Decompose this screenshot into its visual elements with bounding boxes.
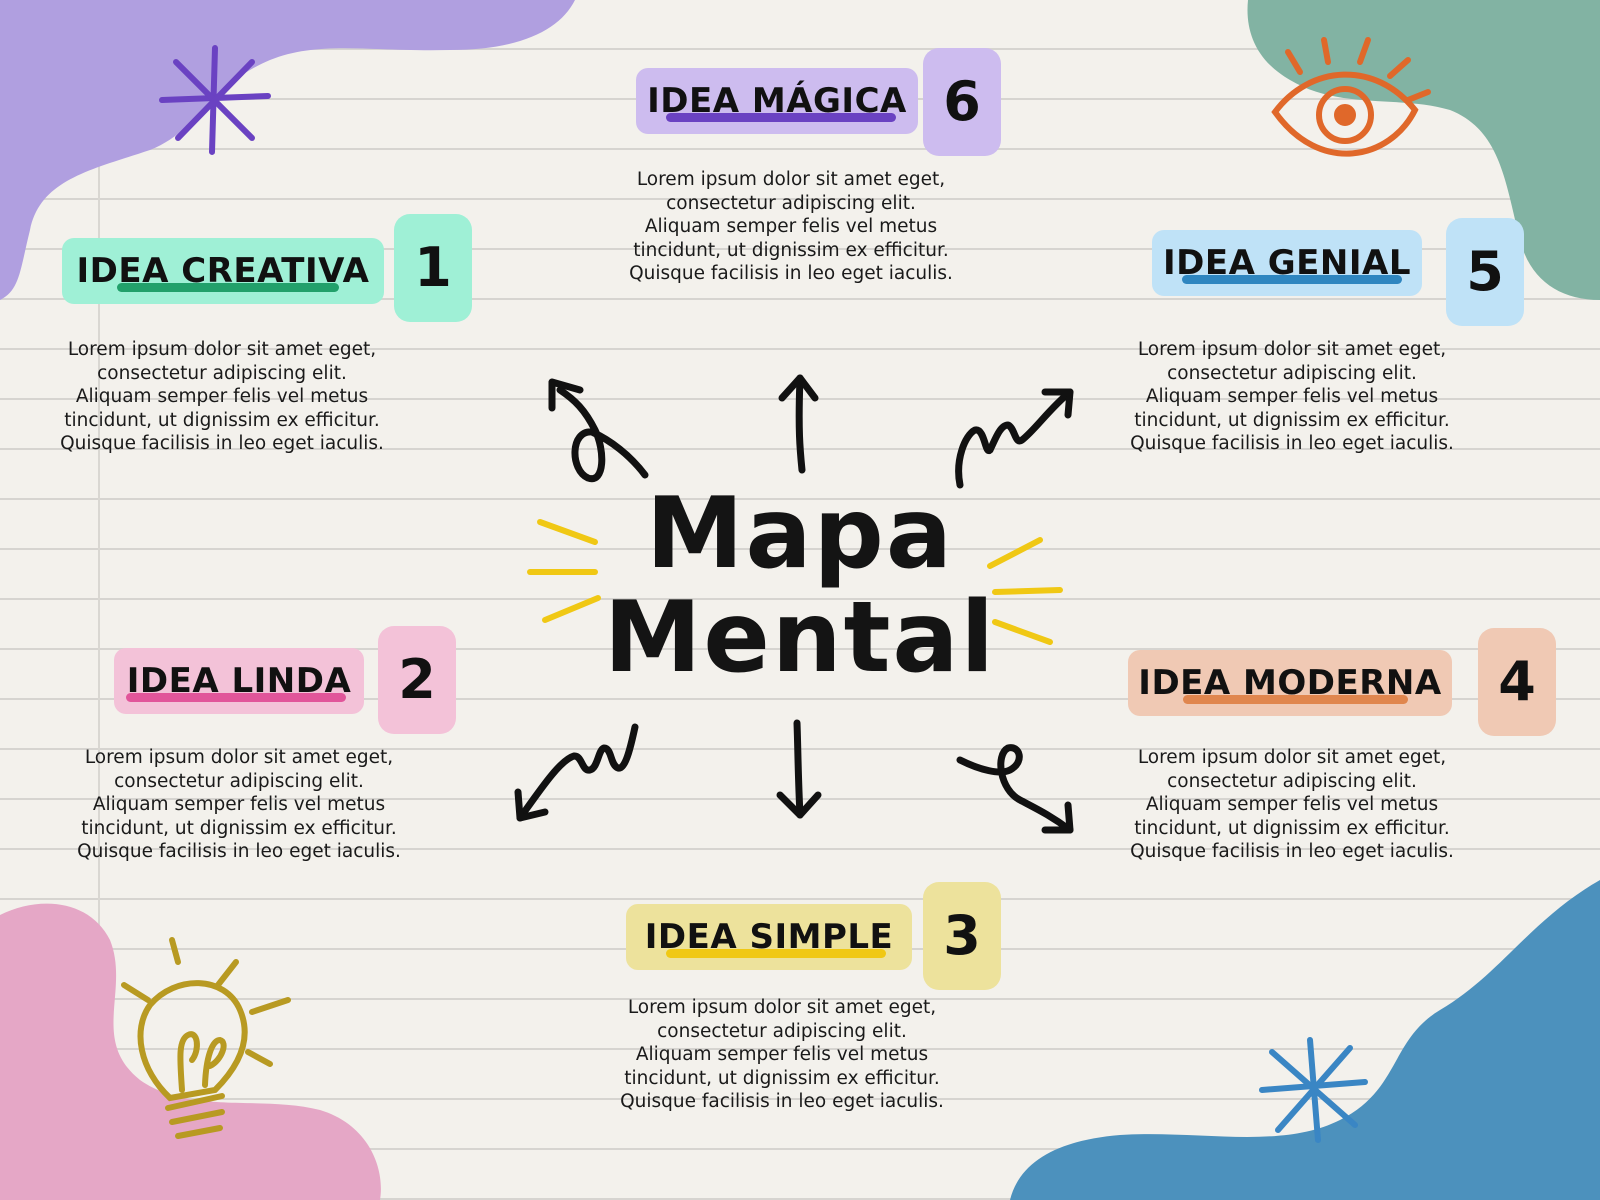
idea-6-description: Lorem ipsum dolor sit amet eget, consect… <box>629 169 953 284</box>
blue-blob <box>1010 880 1600 1200</box>
arrow-to-idea-5 <box>955 388 1074 489</box>
idea-3-underline <box>666 949 886 958</box>
asterisk-icon <box>1259 1037 1368 1143</box>
arrow-to-idea-6 <box>778 374 819 474</box>
idea-5-number: 5 <box>1446 218 1524 326</box>
idea-5-label-text: IDEA GENIAL <box>1163 243 1411 283</box>
idea-1-description: Lorem ipsum dolor sit amet eget, consect… <box>60 339 384 454</box>
idea-5-underline <box>1182 275 1402 284</box>
idea-6-underline <box>666 113 896 122</box>
idea-2-label-text: IDEA LINDA <box>126 661 352 701</box>
idea-6-number: 6 <box>923 48 1001 156</box>
idea-5-label: IDEA GENIAL <box>1152 230 1422 296</box>
idea-2-description: Lorem ipsum dolor sit amet eget, consect… <box>77 747 401 862</box>
idea-5-description: Lorem ipsum dolor sit amet eget, consect… <box>1130 339 1454 454</box>
idea-4-label-text: IDEA MODERNA <box>1138 663 1442 703</box>
idea-3-number: 3 <box>923 882 1001 990</box>
notebook-margin-line <box>98 0 100 1200</box>
idea-2-underline <box>126 693 346 702</box>
arrow-to-idea-3 <box>776 719 822 819</box>
idea-4-underline <box>1183 695 1408 704</box>
idea-6-label-text: IDEA MÁGICA <box>647 81 907 121</box>
title-line-2: Mental <box>603 581 997 695</box>
pink-blob <box>0 903 381 1200</box>
star-burst-icon <box>159 45 271 155</box>
title-line-1: Mapa <box>646 477 954 591</box>
mind-map-title: Mapa Mental <box>590 482 1010 690</box>
eye-icon <box>1271 37 1431 157</box>
lightbulb-icon <box>121 937 291 1139</box>
arrow-to-idea-4 <box>956 744 1074 834</box>
idea-1-label: IDEA CREATIVA <box>62 238 384 304</box>
purple-blob <box>0 0 575 300</box>
arrows <box>514 374 1074 834</box>
title-sparks <box>527 519 1063 645</box>
arrow-to-idea-2 <box>514 723 639 822</box>
idea-4-number: 4 <box>1478 628 1556 736</box>
idea-3-description: Lorem ipsum dolor sit amet eget, consect… <box>620 997 944 1112</box>
idea-3-label: IDEA SIMPLE <box>626 904 912 970</box>
idea-1-underline <box>117 283 339 292</box>
idea-1-label-text: IDEA CREATIVA <box>76 251 370 291</box>
idea-4-label: IDEA MODERNA <box>1128 650 1452 716</box>
idea-4-description: Lorem ipsum dolor sit amet eget, consect… <box>1130 747 1454 862</box>
arrow-to-idea-1 <box>548 378 649 483</box>
idea-1-number: 1 <box>394 214 472 322</box>
idea-3-label-text: IDEA SIMPLE <box>644 917 894 957</box>
idea-6-label: IDEA MÁGICA <box>636 68 918 134</box>
idea-2-label: IDEA LINDA <box>114 648 364 714</box>
idea-2-number: 2 <box>378 626 456 734</box>
